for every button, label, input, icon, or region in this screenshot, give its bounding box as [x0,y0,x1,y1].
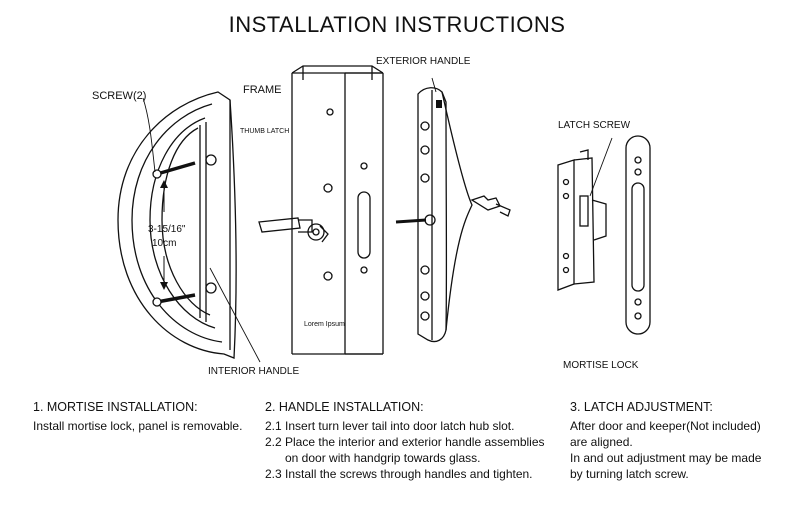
step-heading: 3. LATCH ADJUSTMENT: [570,400,713,414]
step-line: 2.1 Insert turn lever tail into door lat… [265,419,515,433]
page-title: INSTALLATION INSTRUCTIONS [228,12,566,37]
step-line: In and out adjustment may be made [570,451,762,465]
thumb-latch-label: THUMB LATCH [240,128,290,135]
step-mortise-installation: 1. MORTISE INSTALLATION: Install mortise… [33,399,253,434]
interior-handle-label: INTERIOR HANDLE [208,366,300,377]
dimension-cm-label: 10cm [152,238,177,249]
step-line: After door and keeper(Not included) [570,419,761,433]
step-line: on door with handgrip towards glass. [285,451,481,465]
step-line: 2.3 Install the screws through handles a… [265,467,533,481]
thumb-latch-drawing [258,217,329,243]
latch-screw-label: LATCH SCREW [558,120,631,131]
lorem-label: Lorem Ipsum [304,321,345,328]
exterior-handle-label: EXTERIOR HANDLE [376,56,471,67]
dimension-inches-label: 3-15/16" [148,224,186,235]
step-line: 2.2 Place the interior and exterior hand… [265,435,545,449]
frame-label: FRAME [243,84,282,96]
screw-label: SCREW(2) [92,90,147,102]
step-line: Install mortise lock, panel is removable… [33,419,243,433]
mortise-lock-drawing [557,135,651,335]
interior-handle-drawing [117,91,261,363]
step-line: are aligned. [570,435,633,449]
exterior-handle-drawing [395,77,511,343]
mortise-lock-label: MORTISE LOCK [563,360,639,371]
step-handle-installation: 2. HANDLE INSTALLATION: 2.1 Insert turn … [265,399,565,482]
step-latch-adjustment: 3. LATCH ADJUSTMENT: After door and keep… [570,399,785,482]
step-line: by turning latch screw. [570,467,689,481]
frame-post-drawing [291,65,384,355]
step-heading: 2. HANDLE INSTALLATION: [265,400,424,414]
step-heading: 1. MORTISE INSTALLATION: [33,400,198,414]
